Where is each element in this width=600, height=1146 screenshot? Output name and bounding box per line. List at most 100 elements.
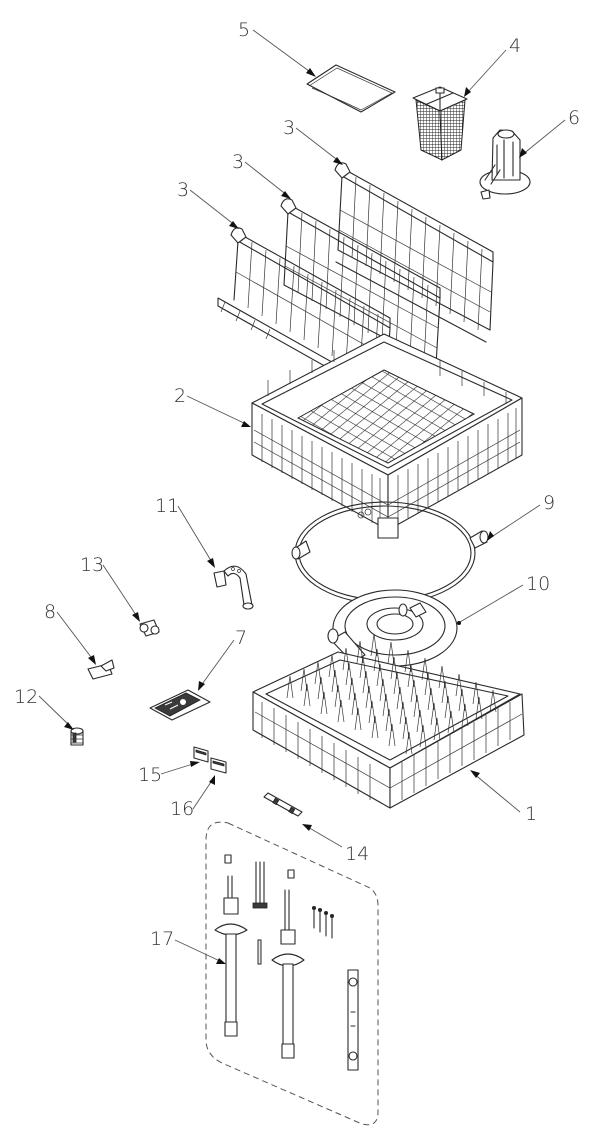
peg (376, 663, 384, 687)
peg (359, 655, 367, 679)
callout-label: 2 (174, 385, 186, 407)
part-instruction-card (149, 689, 211, 721)
callout-label: 4 (509, 35, 521, 57)
callout-label: 17 (150, 928, 174, 950)
peg (475, 696, 483, 720)
part-peg-rack (252, 633, 525, 809)
peg (405, 731, 413, 755)
peg (413, 694, 421, 718)
peg (387, 641, 395, 665)
peg (419, 724, 427, 748)
part-spray-ring (327, 589, 458, 667)
peg (388, 723, 396, 747)
peg (337, 699, 345, 723)
callout-4: 4 (464, 35, 521, 97)
peg (356, 640, 364, 664)
peg (393, 671, 401, 695)
callout-9: 9 (487, 492, 555, 541)
callout-3-middle: 3 (232, 151, 291, 199)
peg (399, 701, 407, 725)
spray-wand-right (271, 869, 305, 1059)
peg (396, 686, 404, 710)
peg (328, 654, 336, 678)
part-spray-wand-kit (205, 821, 379, 1126)
callout-label: 3 (177, 179, 189, 201)
part-hose-ring (291, 501, 489, 605)
peg (424, 672, 432, 696)
part-cover-sheet (306, 64, 396, 113)
callout-label: 5 (238, 19, 250, 41)
peg (433, 717, 441, 741)
callout-label: 13 (80, 554, 104, 576)
peg (404, 649, 412, 673)
peg (427, 687, 435, 711)
callout-6: 6 (519, 107, 580, 158)
mounting-plate (347, 969, 359, 1071)
part-threaded-nut (70, 727, 84, 746)
peg (317, 676, 325, 700)
callout-label: 16 (170, 798, 194, 820)
peg (458, 688, 466, 712)
peg (331, 669, 339, 693)
peg (444, 695, 452, 719)
peg (300, 668, 308, 692)
part-inline-coupling (263, 792, 303, 817)
peg (489, 689, 497, 713)
peg (390, 656, 398, 680)
peg (371, 715, 379, 739)
callout-14: 14 (302, 824, 369, 865)
callout-10: 10 (457, 573, 550, 625)
callout-label: 15 (138, 764, 162, 786)
peg (430, 702, 438, 726)
part-t-fitting (87, 659, 115, 680)
callout-1: 1 (470, 770, 537, 825)
peg (286, 675, 294, 699)
peg (385, 708, 393, 732)
callout-label: 7 (235, 627, 247, 649)
callout-label: 6 (568, 107, 580, 129)
part-cutlery-basket (412, 86, 468, 161)
peg (345, 662, 353, 686)
part-nozzle-holder (479, 129, 531, 200)
peg (365, 685, 373, 709)
callout-label: 8 (44, 601, 56, 623)
peg (410, 679, 418, 703)
callout-2: 2 (174, 385, 251, 427)
peg (447, 710, 455, 734)
part-divider-insert-middle (280, 198, 441, 366)
callout-15: 15 (138, 761, 200, 786)
peg (314, 661, 322, 685)
peg (441, 680, 449, 704)
peg (342, 647, 350, 671)
part-label-b (210, 757, 227, 774)
part-divider-insert-upper (334, 162, 494, 343)
part-hose-connector (139, 619, 160, 637)
peg (402, 716, 410, 740)
callout-label: 11 (155, 495, 179, 517)
part-open-grid-rack (251, 333, 523, 539)
peg (421, 657, 429, 681)
peg (438, 665, 446, 689)
callout-5: 5 (238, 19, 316, 77)
callouts: 5 4 6 3 3 3 2 (14, 19, 580, 964)
wiring-harness (252, 861, 268, 909)
peg (461, 703, 469, 727)
peg (351, 692, 359, 716)
callout-label: 14 (345, 843, 369, 865)
callout-label: 9 (543, 492, 555, 514)
peg (379, 678, 387, 702)
peg (407, 664, 415, 688)
peg (368, 700, 376, 724)
callout-label: 3 (283, 117, 295, 139)
callout-label: 12 (14, 686, 38, 708)
callout-3-upper: 3 (283, 117, 343, 165)
part-label-a (193, 746, 209, 763)
callout-16: 16 (170, 775, 215, 820)
sticker-strip (257, 939, 262, 965)
callout-13: 13 (80, 554, 140, 622)
callout-3-lower: 3 (177, 179, 239, 229)
peg (348, 677, 356, 701)
peg (334, 684, 342, 708)
callout-11: 11 (155, 495, 215, 568)
